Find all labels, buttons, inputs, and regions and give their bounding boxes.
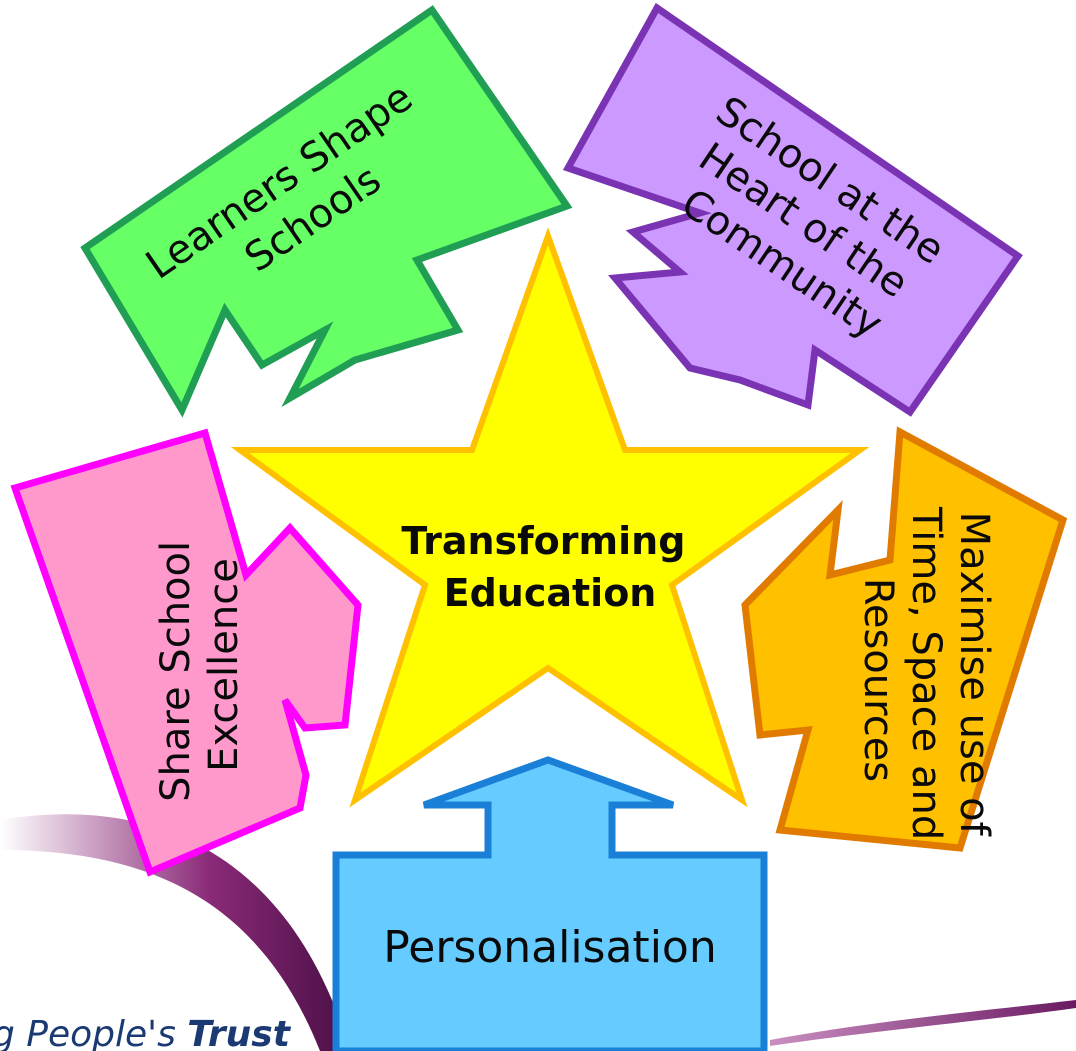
star-label: Transforming Education <box>401 519 698 615</box>
logo-text: g People's Trust <box>0 1014 292 1051</box>
arrow-label-excellence-line2: Excellence <box>201 558 247 772</box>
star-label-line2: Education <box>444 571 657 615</box>
star-shape <box>230 227 870 808</box>
arrow-label-excellence-line1: Share School <box>153 541 199 802</box>
center-star: Transforming Education <box>230 227 870 808</box>
arrow-heart-of-community: School at the Heart of the Community <box>562 2 1023 417</box>
arrow-label-excellence: Share School Excellence <box>153 528 247 802</box>
arrow-label-personalisation: Personalisation <box>383 922 716 973</box>
star-label-line1: Transforming <box>401 519 685 563</box>
logo-text-bold: Trust <box>187 1014 291 1051</box>
arrow-label-maximise-line3: Resources <box>855 578 901 782</box>
logo-text-regular: g People's <box>0 1014 187 1051</box>
arrow-shape-personalisation <box>332 756 768 1051</box>
arrow-label-maximise-line1: Maximise use of <box>951 512 997 837</box>
arrow-shape-excellence <box>10 428 362 877</box>
arrow-label-maximise-line2: Time, Space and <box>903 506 949 840</box>
arrow-label-maximise: Maximise use of Time, Space and Resource… <box>855 506 997 853</box>
arrow-shape-learners <box>80 5 573 418</box>
arrow-shape-maximise <box>741 426 1068 852</box>
arrow-learners-shape-schools: Learners Shape Schools <box>80 5 573 418</box>
arrow-shape-community <box>562 2 1023 417</box>
arrow-share-school-excellence: Share School Excellence <box>10 428 362 877</box>
arrow-maximise-resources: Maximise use of Time, Space and Resource… <box>741 426 1068 853</box>
arrow-personalisation: Personalisation <box>332 756 768 1051</box>
logo-swoosh-right <box>770 1000 1076 1046</box>
